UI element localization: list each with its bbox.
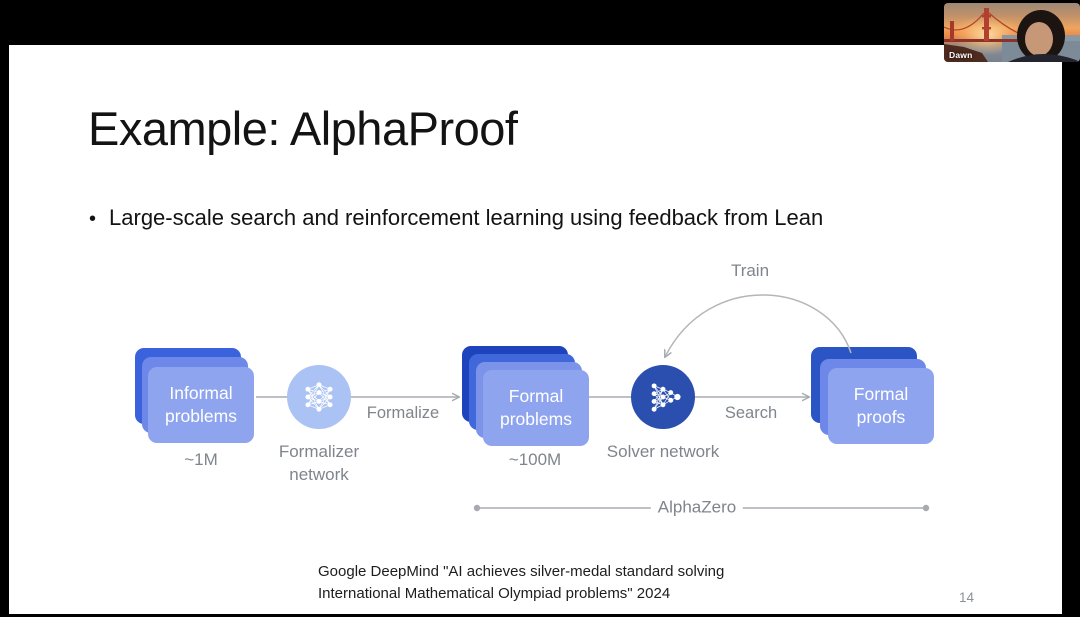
formalizer-network-node <box>287 365 351 429</box>
diagram-connectors <box>256 294 930 512</box>
neural-network-icon <box>305 382 333 412</box>
person-face <box>1025 22 1053 56</box>
train-arc-arrow <box>665 294 852 357</box>
slide-page-number: 14 <box>959 590 975 605</box>
golden-gate-bridge-scene <box>944 8 1080 62</box>
formal-problems-count: ~100M <box>508 450 562 469</box>
participant-name-label: Dawn <box>949 50 973 60</box>
train-arrow-label: Train <box>730 261 770 280</box>
informal-problems-count: ~1M <box>184 450 218 469</box>
alphazero-span-dot-right <box>922 504 930 512</box>
formal-proofs-card: Formal proofs <box>828 368 934 444</box>
search-arrow-label: Search <box>724 404 778 422</box>
informal-problems-card: Informal problems <box>148 367 254 443</box>
alphazero-span-label: AlphaZero <box>650 496 744 520</box>
slide: Example: AlphaProof • Large-scale search… <box>9 45 1062 614</box>
neural-network-icon <box>651 383 681 412</box>
formal-problems-card: Formal problems <box>483 370 589 446</box>
bullet-text: Large-scale search and reinforcement lea… <box>109 205 824 230</box>
bullet-marker-icon: • <box>89 208 97 230</box>
formalizer-network-label: Formalizer network <box>278 442 360 484</box>
citation-line-1: Google DeepMind "AI achieves silver-meda… <box>318 563 725 580</box>
alphazero-span-dot-left <box>473 504 481 512</box>
solver-network-label: Solver network <box>606 442 720 461</box>
bullet-item: • Large-scale search and reinforcement l… <box>89 205 823 234</box>
participant-video-tile[interactable]: Dawn <box>944 3 1080 62</box>
citation-line-2: International Mathematical Olympiad prob… <box>318 585 671 602</box>
informal-problems-card-stack: Informal problems <box>135 348 254 443</box>
citation: Google DeepMind "AI achieves silver-meda… <box>318 561 724 605</box>
formal-problems-card-stack: Formal problems <box>462 346 589 446</box>
slide-title: Example: AlphaProof <box>88 102 518 155</box>
formalize-arrow-label: Formalize <box>366 404 440 422</box>
formal-proofs-card-stack: Formal proofs <box>811 347 934 444</box>
person-shoulders <box>1008 53 1080 62</box>
solver-network-node <box>631 365 695 429</box>
